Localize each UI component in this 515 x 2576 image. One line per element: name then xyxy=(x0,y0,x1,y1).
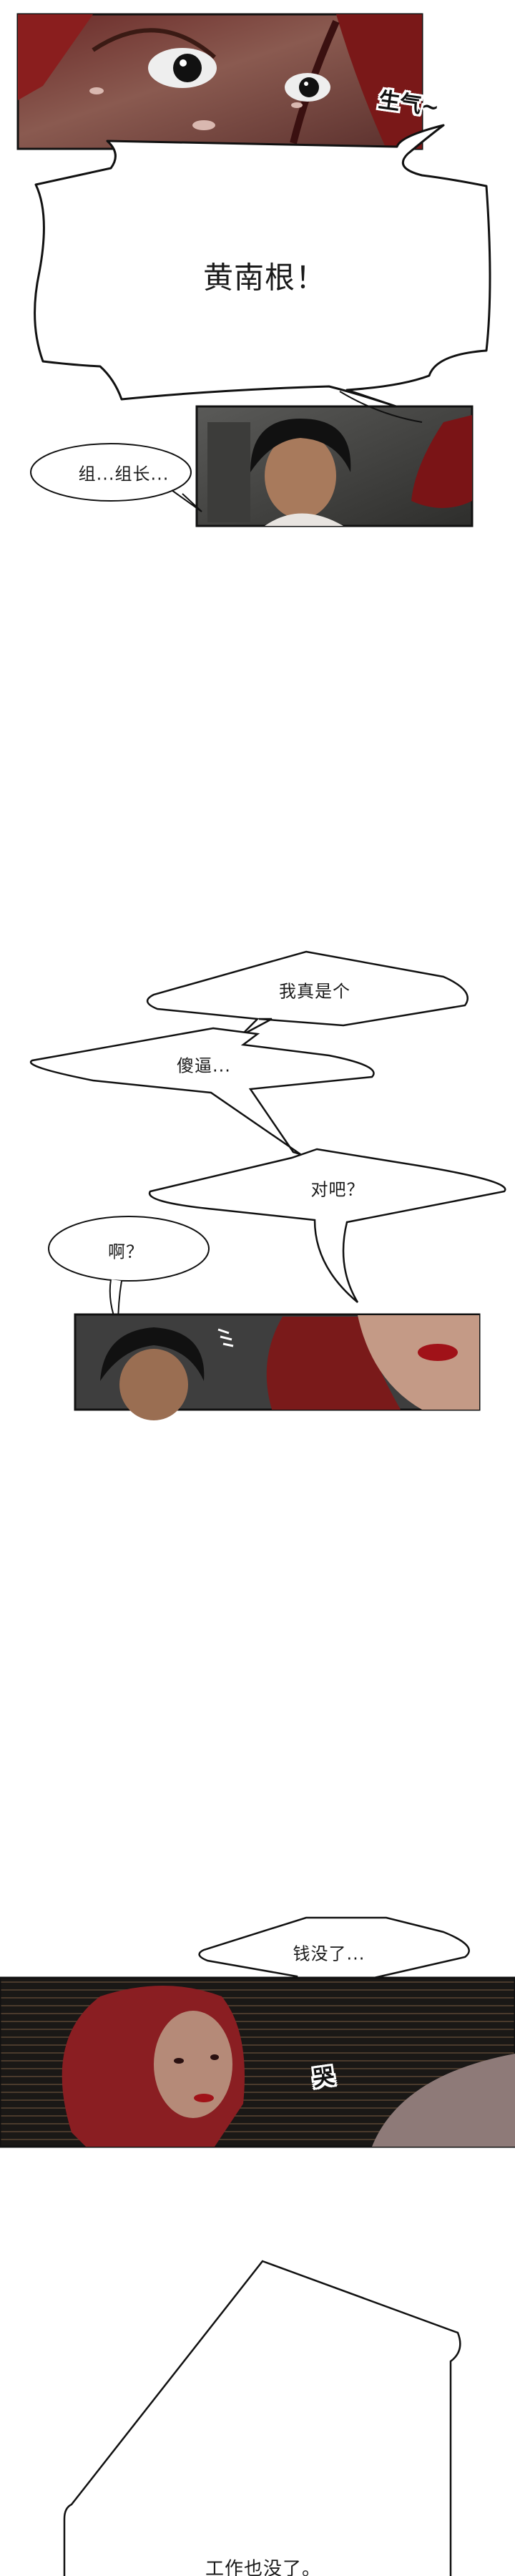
speech-bubble-huh xyxy=(48,1216,210,1282)
dialogue-right: 对吧？ xyxy=(310,1179,365,1200)
dialogue-money-gone: 钱没了... xyxy=(293,1943,366,1964)
speech-bubble-tail xyxy=(339,391,423,423)
speech-bubble-right xyxy=(148,1148,506,1303)
panel-1 xyxy=(16,13,423,150)
dialogue-huh: 啊？ xyxy=(108,1241,144,1262)
panel-3 xyxy=(74,1313,481,1420)
speech-bubble-shout xyxy=(34,124,491,409)
speech-bubble-idiot xyxy=(29,1027,375,1156)
dialogue-i-really-am: 我真是个 xyxy=(279,981,350,1002)
dialogue-job-gone: 工作也没了。 xyxy=(205,2558,322,2576)
speech-bubble-job-gone xyxy=(63,2260,461,2576)
speech-bubble-leader xyxy=(30,443,192,502)
dialogue-shout-name: 黄南根！ xyxy=(202,260,327,296)
dialogue-idiot: 傻逼... xyxy=(177,1055,231,1076)
speech-bubble-i-really-am xyxy=(147,950,469,1037)
sfx-cry: 哭 xyxy=(311,2064,336,2092)
panel-4 xyxy=(0,1976,515,2148)
panel-2 xyxy=(195,405,474,527)
dialogue-leader: 组...组长... xyxy=(78,464,170,484)
